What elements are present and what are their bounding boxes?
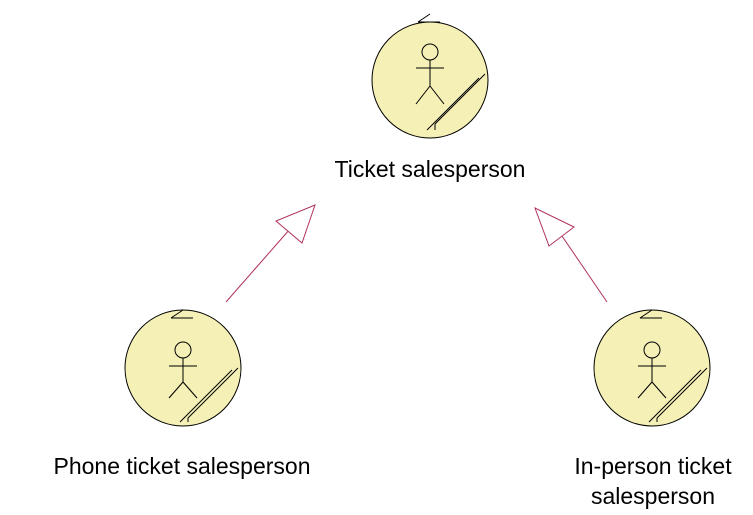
rotation-decoration-icon [417,13,486,131]
actor-ticket-salesperson[interactable] [371,13,489,139]
actor-phone-ticket-salesperson[interactable] [124,309,242,427]
generalization-phone-to-ticket[interactable] [225,204,316,303]
actor-label-ticket-salesperson: Ticket salesperson [334,156,526,182]
actor-label-in-person-line-1: In-person ticket [574,453,732,479]
rotation-decoration-icon [170,309,239,423]
stick-figure-icon [415,43,445,105]
actor-in-person-ticket-salesperson[interactable] [593,309,711,427]
actor-label-in-person-line-2: salesperson [590,483,716,509]
rotation-decoration-icon [639,309,708,423]
stick-figure-icon [637,341,667,399]
actor-label-phone-ticket-salesperson: Phone ticket salesperson [53,453,311,479]
generalization-inperson-to-ticket[interactable] [534,207,608,303]
stick-figure-icon [168,341,198,399]
